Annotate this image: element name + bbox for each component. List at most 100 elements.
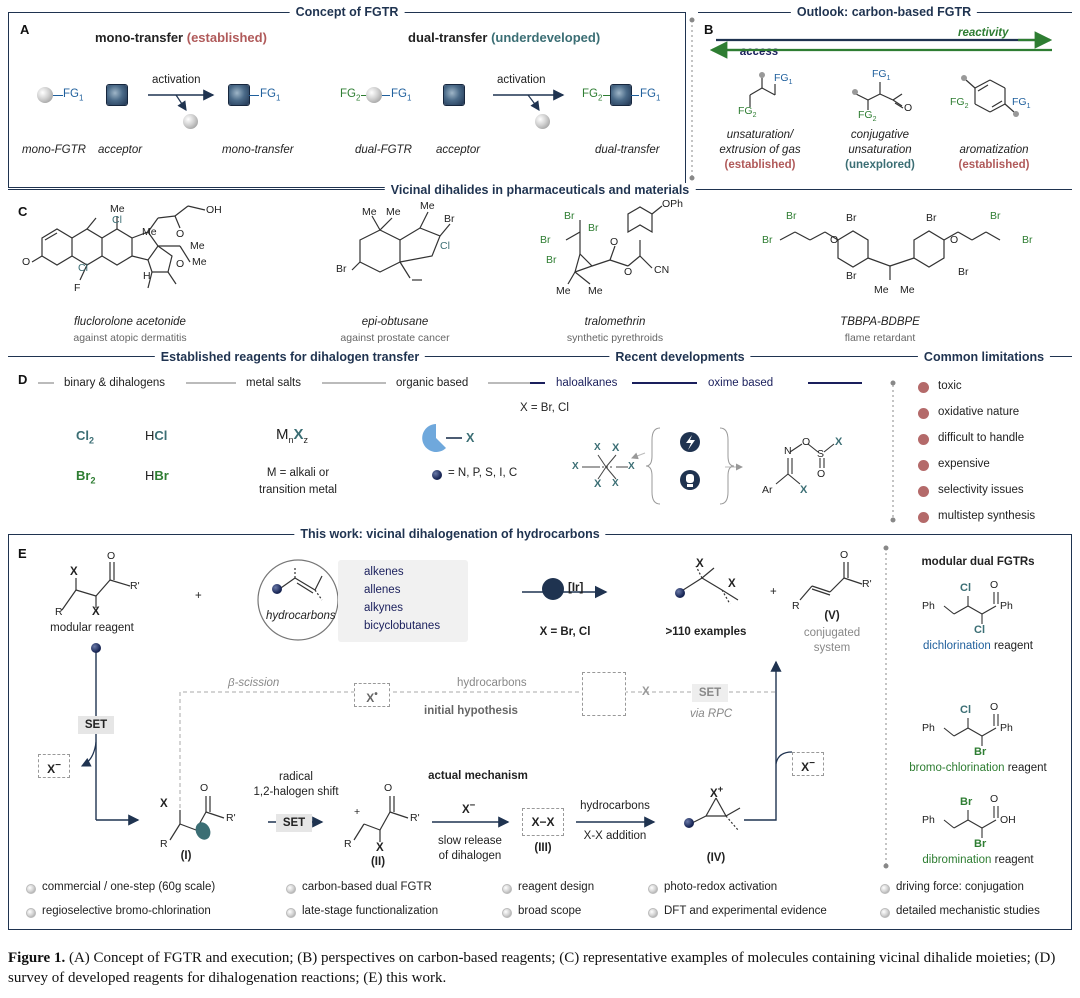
oxime-n: N: [784, 445, 792, 457]
tralomethrin-me-1: Me: [556, 285, 571, 297]
feature-7: late-stage functionalization: [302, 905, 439, 917]
dichloro-ph-2: Ph: [1000, 600, 1013, 612]
fluclorolone-cl-2: Cl: [78, 262, 88, 274]
limit-bullet-5: [918, 486, 929, 497]
feature-bullet: [880, 908, 890, 918]
haloalkane-x-5: X: [572, 461, 579, 472]
label-mono-fgtr: mono-FGTR: [22, 144, 86, 156]
tralomethrin-me-2: Me: [588, 285, 603, 297]
fg1-label: FG1: [640, 88, 661, 103]
fg1-label: FG1: [391, 88, 412, 103]
tbbpa-o-1: O: [830, 234, 839, 246]
fluclorolone-me-2: Me: [142, 226, 157, 238]
limit-2: oxidative nature: [938, 406, 1020, 418]
organic-dot: [432, 470, 442, 480]
tbbpa-me-2: Me: [900, 284, 915, 296]
organic-definition: = N, P, S, I, C: [448, 467, 518, 479]
ghost-intermediate-box: [582, 672, 626, 716]
panel-c-letter: C: [18, 204, 28, 219]
reagent-r: R: [55, 606, 63, 618]
fg1-label: FG1: [260, 88, 281, 103]
feature-bullet: [286, 884, 296, 894]
haloalkane-x-6: X: [628, 461, 635, 472]
int4-label: (IV): [706, 852, 726, 864]
label-acceptor-2: acceptor: [436, 144, 481, 156]
dual-fgtr-title: modular dual FGTRs: [921, 556, 1035, 568]
dibromo-br-1: Br: [960, 796, 973, 808]
tralomethrin-br-4: Br: [546, 254, 557, 266]
oxime-x-1: X: [835, 436, 843, 448]
tralomethrin-o-2: O: [624, 266, 633, 278]
fluclorolone-f: F: [74, 282, 81, 294]
x-definition-d: X = Br, Cl: [520, 402, 569, 414]
dibromo-oh: OH: [1000, 814, 1016, 826]
tralomethrin-oph: OPh: [662, 198, 684, 210]
released-ball-1: [183, 114, 198, 129]
feature-3: reagent design: [518, 881, 595, 893]
label-acceptor-1: acceptor: [98, 144, 143, 156]
xx-addition-label: X-X addition: [583, 830, 647, 842]
mono-fgtr-ball: [37, 87, 53, 103]
fg2-label: FG2: [858, 109, 877, 124]
b-item3-label: aromatization(established): [958, 144, 1030, 171]
panel-e-title: This work: vicinal dihalogenation of hyd…: [294, 527, 606, 541]
category-organic: organic based: [396, 377, 469, 389]
set-box-hypothesis: SET: [692, 684, 728, 702]
int3-label: (III): [534, 842, 552, 854]
tbbpa-o-2: O: [950, 234, 959, 246]
feature-2: carbon-based dual FGTR: [302, 881, 432, 893]
tralomethrin-br-2: Br: [564, 210, 575, 222]
acceptor-square-2: [444, 85, 464, 105]
hydrocarbons3-label: hydrocarbons: [580, 800, 650, 812]
plus-sign-1: +: [195, 590, 202, 602]
substrate-allenes: allenes: [364, 584, 401, 596]
feature-10: detailed mechanistic studies: [896, 905, 1040, 917]
dichlorination-reagent-label: dichlorination reagent: [923, 640, 1033, 652]
panel-c-title: Vicinal dihalides in pharmaceuticals and…: [384, 183, 696, 197]
limit-4: expensive: [938, 458, 990, 470]
limit-bullet-6: [918, 512, 929, 523]
catalyst-label: [Ir]: [568, 582, 584, 594]
feature-4: photo-redox activation: [664, 881, 778, 893]
tralomethrin-o-1: O: [610, 236, 619, 248]
oxime-o: O: [802, 436, 811, 448]
enone-r-prime: R': [862, 578, 872, 590]
panel-d-limits-title: Common limitations: [917, 350, 1051, 364]
dibromo-o: O: [990, 793, 999, 805]
obtusane-br-2: Br: [444, 213, 455, 225]
feature-bullet: [648, 884, 658, 894]
enone-r: R: [792, 600, 800, 612]
int2-o: O: [384, 782, 393, 794]
x-definition-e: X = Br, Cl: [539, 626, 591, 638]
fg2-label: FG2: [582, 88, 603, 103]
bromochloro-cl: Cl: [960, 704, 971, 716]
tralomethrin-br-3: Br: [588, 222, 599, 234]
feature-1: commercial / one-step (60g scale): [42, 881, 216, 893]
molecule-2-use: against prostate cancer: [340, 332, 450, 344]
molecule-3-use: synthetic pyrethroids: [566, 332, 664, 344]
int1-o: O: [200, 782, 209, 794]
reagent-radical-dot: [91, 643, 101, 653]
category-haloalkanes: haloalkanes: [556, 377, 618, 389]
fluclorolone-oh: OH: [206, 204, 222, 216]
plus-sign-2: +: [770, 586, 777, 598]
tbbpa-br-6: Br: [958, 266, 969, 278]
tbbpa-br-8: Br: [1022, 234, 1033, 246]
x-minus-box-right: X−: [792, 752, 824, 776]
feature-bullet: [648, 908, 658, 918]
fg1-label: FG1: [774, 72, 793, 87]
limit-6: multistep synthesis: [938, 510, 1036, 522]
fluclorolone-me-4: Me: [190, 240, 205, 252]
fg2-label: FG2: [950, 96, 969, 111]
mono-transfer-heading: mono-transfer (established): [95, 30, 267, 45]
substrate-alkynes: alkynes: [364, 602, 403, 614]
bond-line: [631, 95, 639, 97]
initial-hypothesis-label: initial hypothesis: [424, 705, 518, 717]
feature-bullet: [502, 884, 512, 894]
dichloro-cl-2: Cl: [974, 624, 985, 636]
conj-label: (V): [824, 610, 840, 622]
